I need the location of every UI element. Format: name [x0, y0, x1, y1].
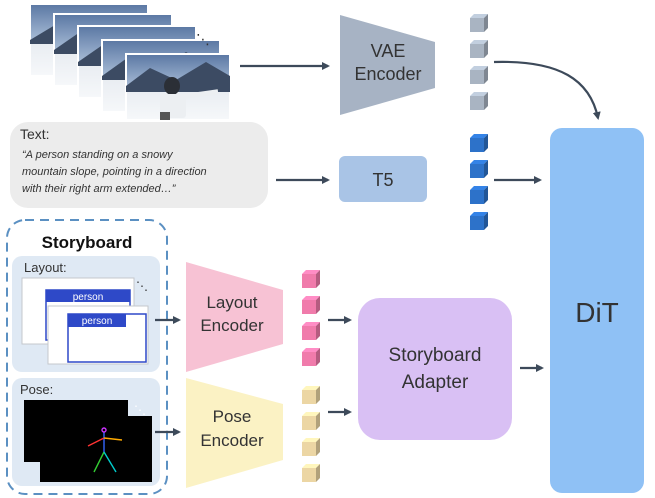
- person-tag-front-label: person: [82, 316, 113, 327]
- layout-token-cube: [302, 270, 320, 288]
- video-frame: [125, 53, 231, 121]
- t5-block: [339, 156, 427, 202]
- vae-token-cube: [470, 14, 488, 32]
- text-prompt-line: “A person standing on a snowy: [22, 149, 174, 161]
- storyboard-adapter-label-line1: Storyboard: [389, 345, 482, 366]
- dit-block: [550, 128, 644, 493]
- pose-encoder-label-line2: Encoder: [200, 431, 264, 450]
- vae-encoder-label-line1: VAE: [371, 41, 406, 61]
- frames-ellipsis: ⋱: [196, 31, 210, 47]
- storyboard-adapter-block: [358, 298, 512, 440]
- arrow-vae-tokens-to-dit: [493, 60, 601, 120]
- token-cubes: [302, 14, 488, 482]
- person-tag-back-label: person: [73, 292, 104, 303]
- layout-token-cube: [302, 322, 320, 340]
- text-token-cube: [470, 212, 488, 230]
- pose-label: Pose:: [20, 382, 53, 397]
- t5-label: T5: [372, 170, 393, 190]
- layout-encoder-label-line1: Layout: [206, 293, 257, 312]
- layout-token-cube: [302, 296, 320, 314]
- layout-encoder-block: [186, 262, 283, 372]
- text-token-cube: [470, 134, 488, 152]
- vae-encoder-block: [340, 15, 435, 115]
- person-tag-back: [46, 290, 130, 302]
- pose-encoder-block: [186, 378, 283, 488]
- text-prompt-box: [10, 122, 268, 208]
- storyboard-adapter-label-line2: Adapter: [402, 372, 469, 393]
- layout-token-cube: [302, 348, 320, 366]
- pose-skeleton: [87, 427, 123, 473]
- text-token-cube: [470, 186, 488, 204]
- vae-encoder-label-line2: Encoder: [354, 64, 421, 84]
- pose-token-cube: [302, 438, 320, 456]
- text-token-cube: [470, 160, 488, 178]
- pose-encoder-label-line1: Pose: [213, 407, 252, 426]
- pose-token-cube: [302, 412, 320, 430]
- person-tag-front: [68, 314, 126, 327]
- text-prompt-line: with their right arm extended…”: [22, 183, 177, 195]
- pose-ellipsis: ⋱: [134, 403, 146, 417]
- pose-token-cube: [302, 464, 320, 482]
- vae-token-cube: [470, 40, 488, 58]
- storyboard-title: Storyboard: [42, 233, 133, 252]
- arrows: [155, 60, 601, 436]
- pose-token-cube: [302, 386, 320, 404]
- text-prompt-line: mountain slope, pointing in a direction: [22, 166, 207, 178]
- dit-label: DiT: [575, 297, 619, 328]
- video-frames-stack: [29, 3, 231, 121]
- text-prompt-heading: Text:: [20, 126, 50, 142]
- layout-encoder-label-line2: Encoder: [200, 316, 264, 335]
- layout-ellipsis: ⋱: [136, 279, 148, 293]
- pose-frame-front: [40, 416, 152, 482]
- storyboard-border: [6, 219, 168, 495]
- vae-token-cube: [470, 92, 488, 110]
- layout-label: Layout:: [24, 260, 67, 275]
- vae-token-cube: [470, 66, 488, 84]
